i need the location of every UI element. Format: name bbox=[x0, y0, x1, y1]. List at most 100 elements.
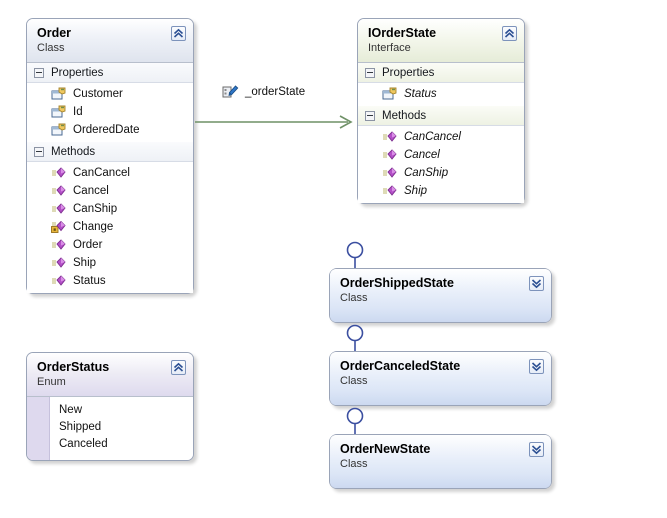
compartment-header-iorderstate-properties[interactable]: Properties bbox=[358, 63, 524, 83]
enum-body-orderstatus: New Shipped Canceled bbox=[27, 397, 193, 460]
member-list-order-methods: CanCancel Cancel CanShip Change Order bbox=[27, 162, 193, 293]
lollipop-icon-ordershippedstate-top bbox=[346, 241, 364, 270]
method-icon bbox=[51, 184, 67, 198]
association-label-orderstate: _orderState bbox=[222, 84, 305, 99]
compartment-label: Properties bbox=[51, 66, 104, 79]
member-label: Cancel bbox=[73, 185, 109, 197]
member-label: Order bbox=[73, 239, 103, 251]
compartment-label: Methods bbox=[382, 109, 427, 122]
class-header-ordershippedstate: OrderShippedState Class bbox=[330, 269, 551, 322]
minus-box-icon[interactable] bbox=[34, 146, 44, 157]
member-row[interactable]: CanCancel bbox=[27, 164, 193, 182]
minus-box-icon[interactable] bbox=[34, 67, 44, 78]
enum-value[interactable]: Shipped bbox=[59, 421, 102, 433]
interface-stereotype-iorderstate: Interface bbox=[368, 42, 411, 54]
class-stereotype-ordernewstate: Class bbox=[340, 458, 368, 470]
method-icon bbox=[382, 166, 398, 180]
member-label: Id bbox=[73, 106, 83, 118]
enum-value-list: New Shipped Canceled bbox=[49, 397, 193, 460]
member-label: Status bbox=[73, 275, 106, 287]
member-label: Ship bbox=[404, 185, 428, 197]
property-icon bbox=[51, 123, 67, 137]
chevron-down-icon[interactable] bbox=[529, 276, 544, 291]
class-title-ordernewstate: OrderNewState bbox=[340, 442, 431, 456]
compartment-header-order-properties[interactable]: Properties bbox=[27, 63, 193, 83]
method-icon bbox=[382, 148, 398, 162]
member-row[interactable]: Cancel bbox=[27, 182, 193, 200]
member-row[interactable]: CanShip bbox=[27, 200, 193, 218]
interface-node-iorderstate[interactable]: IOrderState Interface Properties Status … bbox=[357, 18, 525, 204]
class-stereotype-order: Class bbox=[37, 42, 65, 54]
member-list-iorderstate-methods: CanCancel Cancel CanShip Ship bbox=[358, 126, 524, 203]
minus-box-icon[interactable] bbox=[365, 110, 375, 121]
member-row[interactable]: Status bbox=[27, 272, 193, 290]
lollipop-icon-ordernewstate-top bbox=[346, 407, 364, 436]
class-node-ordershippedstate[interactable]: OrderShippedState Class bbox=[329, 268, 552, 323]
property-icon bbox=[51, 105, 67, 119]
enum-left-band bbox=[27, 397, 49, 460]
interface-title-iorderstate: IOrderState bbox=[368, 26, 437, 40]
field-icon bbox=[222, 84, 239, 99]
member-label: CanCancel bbox=[404, 131, 461, 143]
compartment-header-iorderstate-methods[interactable]: Methods bbox=[358, 106, 524, 126]
member-row[interactable]: Change bbox=[27, 218, 193, 236]
chevron-up-icon[interactable] bbox=[502, 26, 517, 41]
member-label: Status bbox=[404, 88, 437, 100]
member-list-iorderstate-properties: Status bbox=[358, 83, 524, 106]
lollipop-icon-ordercanceledstate-top bbox=[346, 324, 364, 353]
class-title-order: Order bbox=[37, 26, 72, 40]
class-node-ordernewstate[interactable]: OrderNewState Class bbox=[329, 434, 552, 489]
member-row[interactable]: Ship bbox=[27, 254, 193, 272]
member-label: CanShip bbox=[73, 203, 118, 215]
property-icon bbox=[382, 87, 398, 101]
compartment-header-order-methods[interactable]: Methods bbox=[27, 142, 193, 162]
member-row[interactable]: Cancel bbox=[358, 146, 524, 164]
chevron-up-icon[interactable] bbox=[171, 360, 186, 375]
compartment-label: Methods bbox=[51, 145, 96, 158]
member-row[interactable]: CanShip bbox=[358, 164, 524, 182]
member-row[interactable]: OrderedDate bbox=[27, 121, 193, 139]
member-label: CanCancel bbox=[73, 167, 130, 179]
member-label: CanShip bbox=[404, 167, 449, 179]
member-row[interactable]: Id bbox=[27, 103, 193, 121]
method-icon bbox=[382, 130, 398, 144]
enum-value[interactable]: Canceled bbox=[59, 438, 108, 450]
member-row[interactable]: Customer bbox=[27, 85, 193, 103]
member-row[interactable]: Order bbox=[27, 236, 193, 254]
class-node-ordercanceledstate[interactable]: OrderCanceledState Class bbox=[329, 351, 552, 406]
association-label-text: _orderState bbox=[245, 85, 306, 98]
member-label: Customer bbox=[73, 88, 123, 100]
member-row[interactable]: Status bbox=[358, 85, 524, 103]
class-stereotype-ordershippedstate: Class bbox=[340, 292, 368, 304]
interface-header-iorderstate: IOrderState Interface bbox=[358, 19, 524, 63]
member-list-order-properties: Customer Id OrderedDate bbox=[27, 83, 193, 142]
member-row[interactable]: CanCancel bbox=[358, 128, 524, 146]
method-icon bbox=[51, 166, 67, 180]
member-label: OrderedDate bbox=[73, 124, 140, 136]
chevron-down-icon[interactable] bbox=[529, 442, 544, 457]
enum-node-orderstatus[interactable]: OrderStatus Enum New Shipped Canceled bbox=[26, 352, 194, 461]
class-header-ordernewstate: OrderNewState Class bbox=[330, 435, 551, 488]
class-header-order: Order Class bbox=[27, 19, 193, 63]
enum-header-orderstatus: OrderStatus Enum bbox=[27, 353, 193, 397]
member-label: Ship bbox=[73, 257, 97, 269]
minus-box-icon[interactable] bbox=[365, 67, 375, 78]
class-title-ordercanceledstate: OrderCanceledState bbox=[340, 359, 461, 373]
chevron-down-icon[interactable] bbox=[529, 359, 544, 374]
method-icon bbox=[51, 274, 67, 288]
class-title-ordershippedstate: OrderShippedState bbox=[340, 276, 454, 290]
member-label: Cancel bbox=[404, 149, 440, 161]
enum-value[interactable]: New bbox=[59, 404, 83, 416]
class-node-order[interactable]: Order Class Properties Customer Id Order… bbox=[26, 18, 194, 294]
method-icon bbox=[51, 202, 67, 216]
class-stereotype-ordercanceledstate: Class bbox=[340, 375, 368, 387]
enum-stereotype-orderstatus: Enum bbox=[37, 376, 66, 388]
method-protected-icon bbox=[51, 220, 67, 234]
chevron-up-icon[interactable] bbox=[171, 26, 186, 41]
property-icon bbox=[51, 87, 67, 101]
enum-title-orderstatus: OrderStatus bbox=[37, 360, 110, 374]
method-icon bbox=[51, 256, 67, 270]
member-row[interactable]: Ship bbox=[358, 182, 524, 200]
method-icon bbox=[51, 238, 67, 252]
